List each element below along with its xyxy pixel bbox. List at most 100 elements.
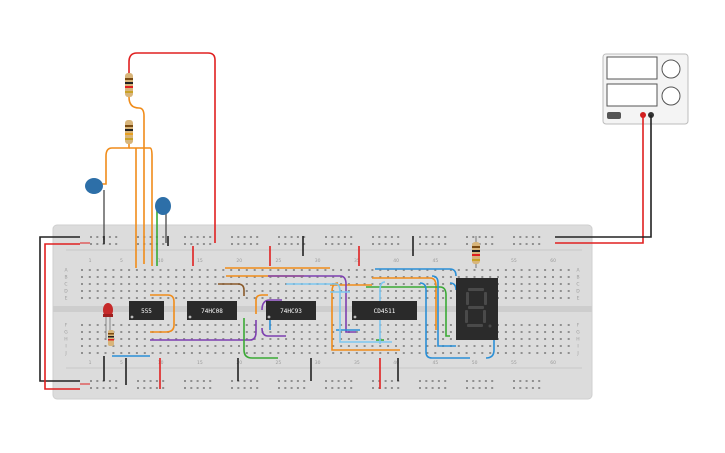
breadboard-hole[interactable] [88, 331, 91, 333]
breadboard-hole[interactable] [536, 338, 539, 340]
breadboard-hole[interactable] [402, 345, 405, 347]
breadboard-hole[interactable] [300, 297, 303, 299]
breadboard-hole[interactable] [96, 338, 99, 340]
breadboard-hole[interactable] [418, 269, 421, 271]
breadboard-hole[interactable] [536, 276, 539, 278]
signal-wires[interactable] [112, 267, 495, 359]
breadboard-hole[interactable] [552, 338, 554, 340]
rail-hole[interactable] [231, 243, 233, 245]
breadboard-hole[interactable] [347, 290, 350, 292]
breadboard-hole[interactable] [175, 338, 178, 340]
breadboard-hole[interactable] [332, 345, 335, 347]
breadboard-hole[interactable] [426, 338, 429, 340]
breadboard-hole[interactable] [559, 324, 562, 326]
breadboard-hole[interactable] [395, 290, 397, 292]
rail-hole[interactable] [243, 236, 246, 238]
breadboard-hole[interactable] [206, 352, 209, 354]
rail-hole[interactable] [290, 243, 293, 245]
rail-hole[interactable] [384, 243, 387, 245]
breadboard-hole[interactable] [96, 352, 99, 354]
rail-hole[interactable] [525, 380, 528, 382]
breadboard-hole[interactable] [253, 290, 256, 292]
rail-hole[interactable] [155, 387, 158, 389]
rail-hole[interactable] [431, 236, 434, 238]
breadboard-hole[interactable] [552, 276, 554, 278]
breadboard-hole[interactable] [520, 338, 523, 340]
breadboard-hole[interactable] [159, 324, 162, 326]
breadboard-hole[interactable] [434, 269, 437, 271]
breadboard-hole[interactable] [426, 331, 429, 333]
rail-hole[interactable] [425, 380, 428, 382]
breadboard-hole[interactable] [363, 345, 366, 347]
breadboard-hole[interactable] [112, 283, 115, 285]
breadboard-hole[interactable] [528, 331, 531, 333]
breadboard-hole[interactable] [347, 283, 350, 285]
breadboard-hole[interactable] [559, 331, 562, 333]
breadboard-hole[interactable] [355, 276, 358, 278]
breadboard-hole[interactable] [355, 290, 358, 292]
breadboard-hole[interactable] [379, 345, 382, 347]
breadboard-hole[interactable] [143, 276, 146, 278]
breadboard-hole[interactable] [387, 331, 390, 333]
rail-hole[interactable] [531, 380, 534, 382]
rail-hole[interactable] [343, 243, 346, 245]
rail-hole[interactable] [143, 380, 146, 382]
rail-hole[interactable] [284, 380, 287, 382]
rail-hole[interactable] [343, 236, 346, 238]
breadboard-hole[interactable] [230, 269, 233, 271]
rail-hole[interactable] [237, 243, 240, 245]
breadboard-hole[interactable] [489, 269, 492, 271]
rail-hole[interactable] [525, 236, 528, 238]
breadboard-hole[interactable] [230, 352, 233, 354]
breadboard-hole[interactable] [324, 290, 327, 292]
breadboard-hole[interactable] [120, 338, 123, 340]
breadboard-hole[interactable] [167, 283, 170, 285]
rail-hole[interactable] [249, 387, 252, 389]
rail-hole[interactable] [162, 243, 165, 245]
breadboard-hole[interactable] [269, 290, 272, 292]
breadboard-hole[interactable] [175, 290, 178, 292]
breadboard-hole[interactable] [567, 338, 570, 340]
breadboard-hole[interactable] [528, 283, 531, 285]
rail-hole[interactable] [296, 387, 299, 389]
wire-rail-ground-left[interactable] [39, 236, 80, 382]
breadboard-hole[interactable] [159, 290, 162, 292]
breadboard-hole[interactable] [528, 338, 531, 340]
breadboard-hole[interactable] [88, 345, 91, 347]
breadboard-hole[interactable] [332, 352, 335, 354]
rail-hole[interactable] [390, 236, 393, 238]
breadboard-hole[interactable] [120, 352, 123, 354]
rail-hole[interactable] [513, 387, 515, 389]
breadboard-hole[interactable] [332, 324, 335, 326]
resistor-display[interactable] [472, 236, 480, 268]
rail-hole[interactable] [209, 380, 212, 382]
rail-hole[interactable] [137, 380, 139, 382]
rail-hole[interactable] [331, 236, 334, 238]
breadboard-hole[interactable] [536, 324, 539, 326]
wire-resistor-chain[interactable] [128, 96, 145, 264]
breadboard-hole[interactable] [167, 297, 170, 299]
rail-hole[interactable] [437, 236, 440, 238]
rail-hole[interactable] [531, 236, 534, 238]
breadboard-hole[interactable] [559, 283, 562, 285]
breadboard-hole[interactable] [151, 290, 154, 292]
breadboard-hole[interactable] [183, 345, 186, 347]
breadboard-hole[interactable] [104, 283, 107, 285]
breadboard-hole[interactable] [559, 352, 562, 354]
breadboard-hole[interactable] [355, 331, 358, 333]
rail-hole[interactable] [190, 380, 193, 382]
breadboard-hole[interactable] [261, 276, 264, 278]
breadboard-hole[interactable] [410, 345, 413, 347]
breadboard-hole[interactable] [465, 269, 468, 271]
chip-555[interactable]: 555 [129, 301, 164, 320]
rail-hole[interactable] [149, 243, 152, 245]
breadboard-hole[interactable] [112, 324, 115, 326]
breadboard-hole[interactable] [245, 283, 248, 285]
breadboard-hole[interactable] [238, 276, 240, 278]
breadboard-hole[interactable] [340, 269, 343, 271]
breadboard-hole[interactable] [457, 276, 460, 278]
breadboard-hole[interactable] [230, 331, 233, 333]
breadboard-hole[interactable] [230, 290, 233, 292]
breadboard-hole[interactable] [120, 269, 123, 271]
breadboard-hole[interactable] [449, 338, 452, 340]
